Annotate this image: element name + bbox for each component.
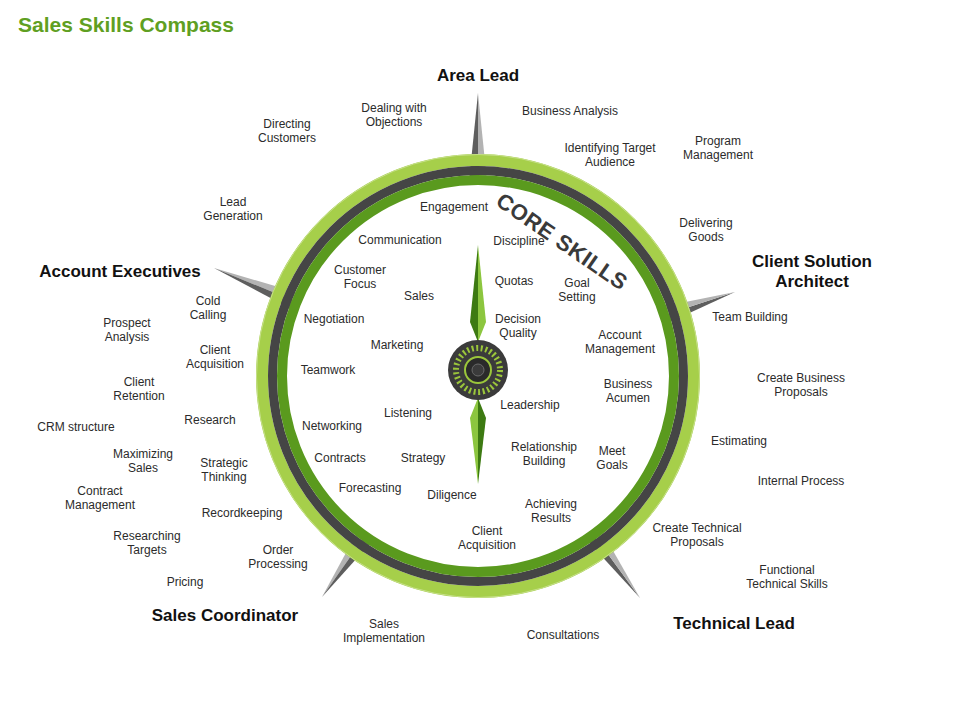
role-label: Sales Coordinator	[125, 606, 325, 626]
core-skill: Relationship Building	[504, 440, 584, 468]
role-label: Client Solution Architect	[737, 252, 887, 292]
core-skill: Engagement	[409, 200, 499, 214]
role-label: Technical Lead	[654, 614, 814, 634]
skill-label: Pricing	[145, 575, 225, 589]
core-skill: Discipline	[479, 234, 559, 248]
skill-label: Researching Targets	[107, 529, 187, 557]
core-skill: Quotas	[484, 274, 544, 288]
skill-label: Estimating	[699, 434, 779, 448]
core-skill: Client Acquisition	[452, 524, 522, 552]
compass-ring	[257, 155, 700, 598]
needle-half	[470, 245, 478, 342]
skill-label: Client Retention	[104, 375, 174, 403]
skill-label: Program Management	[678, 134, 758, 162]
core-skill: Listening	[373, 406, 443, 420]
skill-label: CRM structure	[26, 420, 126, 434]
skill-label: Order Processing	[243, 543, 313, 571]
skill-label: Client Acquisition	[180, 343, 250, 371]
needle-half	[470, 398, 478, 484]
core-skill: Customer Focus	[325, 263, 395, 291]
skill-label: Contract Management	[60, 484, 140, 512]
core-skill: Diligence	[417, 488, 487, 502]
core-skills-circle: CORE SKILLSEngagementDisciplineCommunica…	[256, 154, 700, 598]
dial-pin	[472, 364, 484, 376]
core-skill: Account Management	[580, 328, 660, 356]
role-label: Account Executives	[20, 262, 220, 282]
dial-body	[448, 340, 508, 400]
skill-label: Functional Technical Skills	[737, 563, 837, 591]
compass-ring	[273, 171, 684, 582]
skill-label: Directing Customers	[247, 117, 327, 145]
role-label: Area Lead	[398, 66, 558, 86]
core-skill: Teamwork	[293, 363, 363, 377]
skill-label: Internal Process	[746, 474, 856, 488]
skill-label: Cold Calling	[183, 294, 233, 322]
dial-center	[465, 357, 491, 383]
core-skill: Business Acumen	[593, 377, 663, 405]
skill-label: Lead Generation	[198, 195, 268, 223]
core-skill: Leadership	[490, 398, 570, 412]
skill-label: Dealing with Objections	[354, 101, 434, 129]
compass-ring	[262, 160, 694, 592]
core-skill: Communication	[350, 233, 450, 247]
core-skill: Forecasting	[330, 481, 410, 495]
needle-half	[478, 398, 486, 484]
core-skill: Decision Quality	[488, 312, 548, 340]
compass-dial	[448, 340, 508, 400]
skill-label: Create Technical Proposals	[645, 521, 750, 549]
skill-label: Business Analysis	[505, 104, 635, 118]
core-skill: Marketing	[362, 338, 432, 352]
skill-label: Research	[170, 413, 250, 427]
core-skill: Negotiation	[294, 312, 374, 326]
core-skill: Contracts	[305, 451, 375, 465]
compass-ring	[282, 180, 674, 572]
skill-label: Identifying Target Audience	[553, 141, 668, 169]
skill-label: Maximizing Sales	[103, 447, 183, 475]
dial-ticks	[456, 348, 500, 392]
skill-label: Consultations	[513, 628, 613, 642]
core-skill: Meet Goals	[592, 444, 632, 472]
core-skill: Strategy	[393, 451, 453, 465]
skill-label: Strategic Thinking	[189, 456, 259, 484]
skill-label: Prospect Analysis	[92, 316, 162, 344]
skill-label: Team Building	[695, 310, 805, 324]
core-skill: Achieving Results	[516, 497, 586, 525]
skill-label: Recordkeeping	[192, 506, 292, 520]
needle-half	[478, 245, 486, 342]
skill-label: Sales Implementation	[339, 617, 429, 645]
core-skill: Networking	[292, 419, 372, 433]
core-skill: Goal Setting	[552, 276, 602, 304]
diagram-title: Sales Skills Compass	[18, 12, 234, 38]
skill-label: Delivering Goods	[671, 216, 741, 244]
skill-label: Create Business Proposals	[746, 371, 856, 399]
core-skill: Sales	[394, 289, 444, 303]
